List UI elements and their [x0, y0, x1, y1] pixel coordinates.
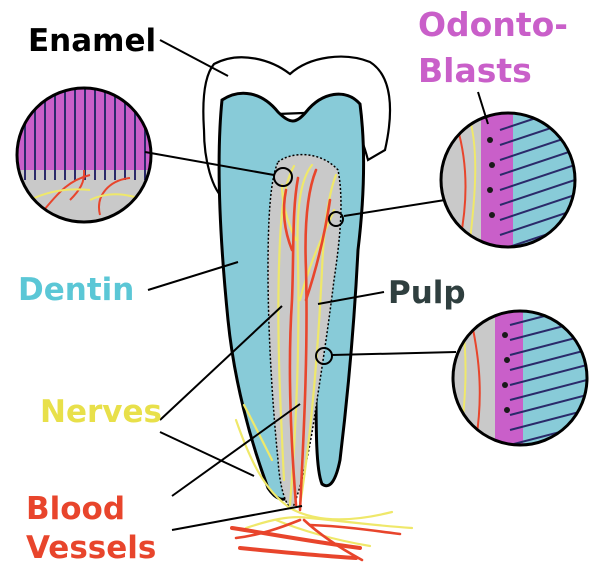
label-blood-vessels-line1: Blood: [26, 494, 125, 525]
blood-vessel-base: [232, 528, 360, 558]
label-odontoblasts-line2: Blasts: [418, 54, 532, 87]
label-odontoblasts-line1: Odonto-: [418, 8, 568, 41]
label-blood-vessels-line2: Vessels: [26, 533, 156, 564]
label-nerves: Nerves: [40, 397, 162, 428]
label-enamel: Enamel: [28, 26, 156, 57]
label-pulp: Pulp: [388, 278, 466, 309]
label-dentin: Dentin: [18, 275, 134, 306]
